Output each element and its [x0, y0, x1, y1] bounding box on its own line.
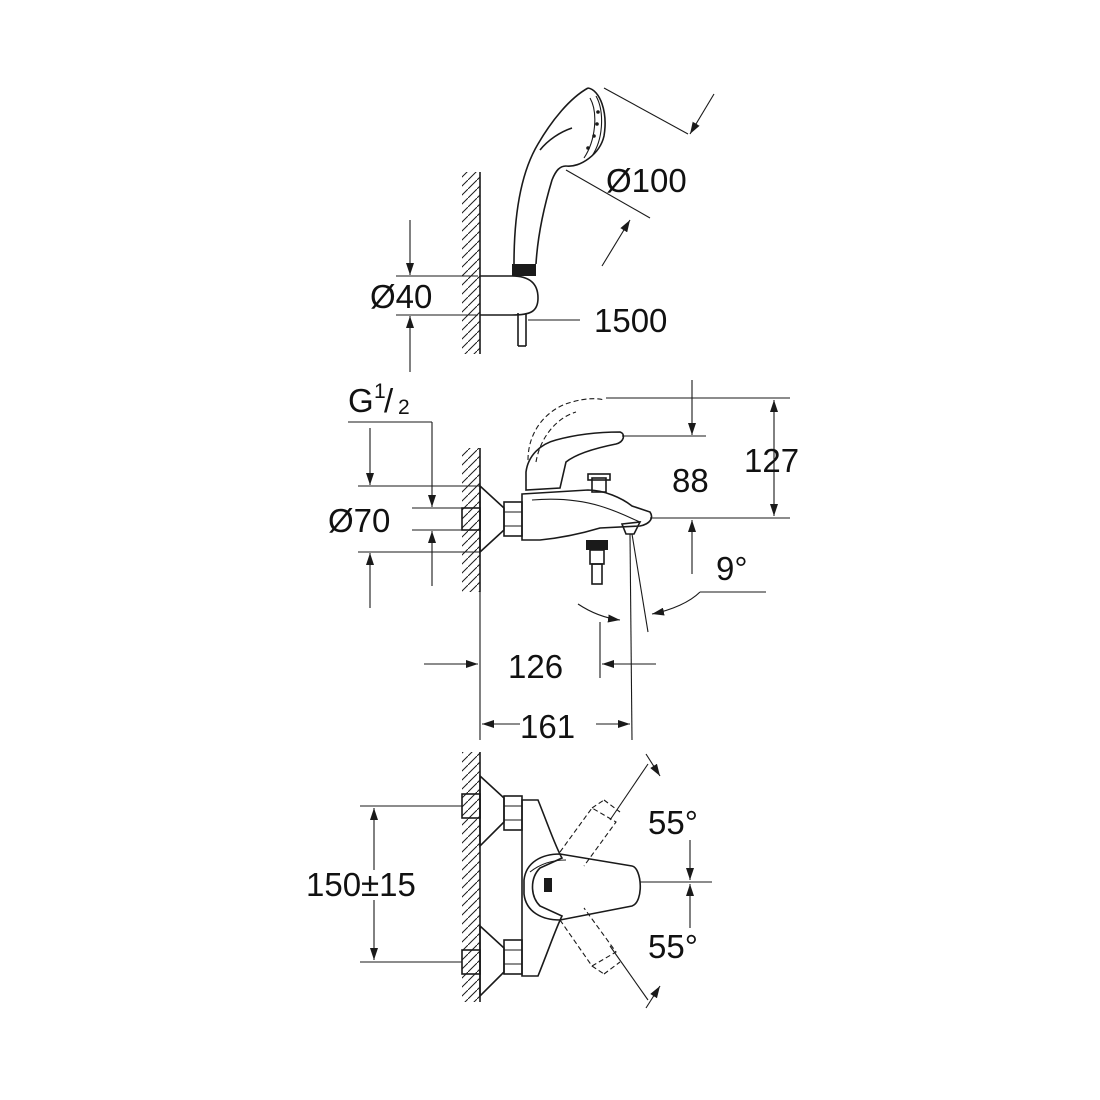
lever-top	[523, 853, 642, 921]
mixer-body	[521, 398, 653, 585]
mixer-body-top	[521, 799, 564, 977]
label-spout-angle: 9°	[716, 550, 748, 587]
label-swivel-upper: 55°	[648, 804, 698, 841]
label-swivel-lower: 55°	[648, 928, 698, 965]
label-thread-g: G	[348, 382, 374, 419]
hand-shower	[512, 87, 606, 276]
label-rosette-diameter: Ø70	[328, 502, 390, 539]
label-height-total: 127	[744, 442, 799, 479]
label-holder-diameter: Ø40	[370, 278, 432, 315]
spray-face-nozzles	[586, 110, 600, 150]
diverter-knob	[591, 477, 607, 493]
spout-outlet	[620, 521, 642, 535]
union-nut	[503, 501, 523, 537]
dim-hose-length: 1500	[528, 302, 667, 339]
label-height-spout: 88	[672, 462, 709, 499]
dim-hand-shower-diameter: Ø100	[565, 87, 715, 267]
wall-hatch-middle	[462, 448, 480, 592]
label-center-distance: 150±15	[306, 866, 416, 903]
dim-holder-diameter: Ø40	[370, 220, 478, 372]
dim-heights: 127 88	[606, 380, 799, 574]
dim-thread-size: G 1 / 2	[348, 380, 436, 586]
dim-spout-angle: 9°	[577, 533, 766, 741]
label-thread-numerator: 1	[374, 380, 386, 403]
dim-depths: 126 161	[424, 592, 656, 745]
mixer-top-view: 55° 55° 150±15	[306, 752, 712, 1009]
label-thread-denominator: 2	[398, 396, 410, 419]
rosette	[479, 484, 505, 554]
wall-holder	[480, 275, 539, 316]
wall-hatch-bottom	[462, 752, 480, 1002]
label-depth-inner: 126	[508, 648, 563, 685]
hose-connector	[586, 540, 608, 585]
dim-center-distance: 150±15	[306, 805, 462, 963]
wall-hatch-top	[462, 172, 480, 354]
swivel-positions	[559, 799, 621, 975]
label-hose-length: 1500	[594, 302, 667, 339]
label-hand-shower-diameter: Ø100	[606, 162, 687, 199]
temperature-indicator	[544, 878, 552, 892]
shower-hose	[517, 313, 527, 347]
label-thread-slash: /	[384, 382, 394, 419]
dim-swivel-angles: 55° 55°	[609, 753, 712, 1009]
mixer-side-view: G 1 / 2 Ø70	[328, 380, 799, 745]
label-depth-total: 161	[520, 708, 575, 745]
dim-rosette-diameter: Ø70	[328, 428, 480, 608]
hand-shower-view: Ø100 Ø40 1500	[370, 87, 715, 372]
